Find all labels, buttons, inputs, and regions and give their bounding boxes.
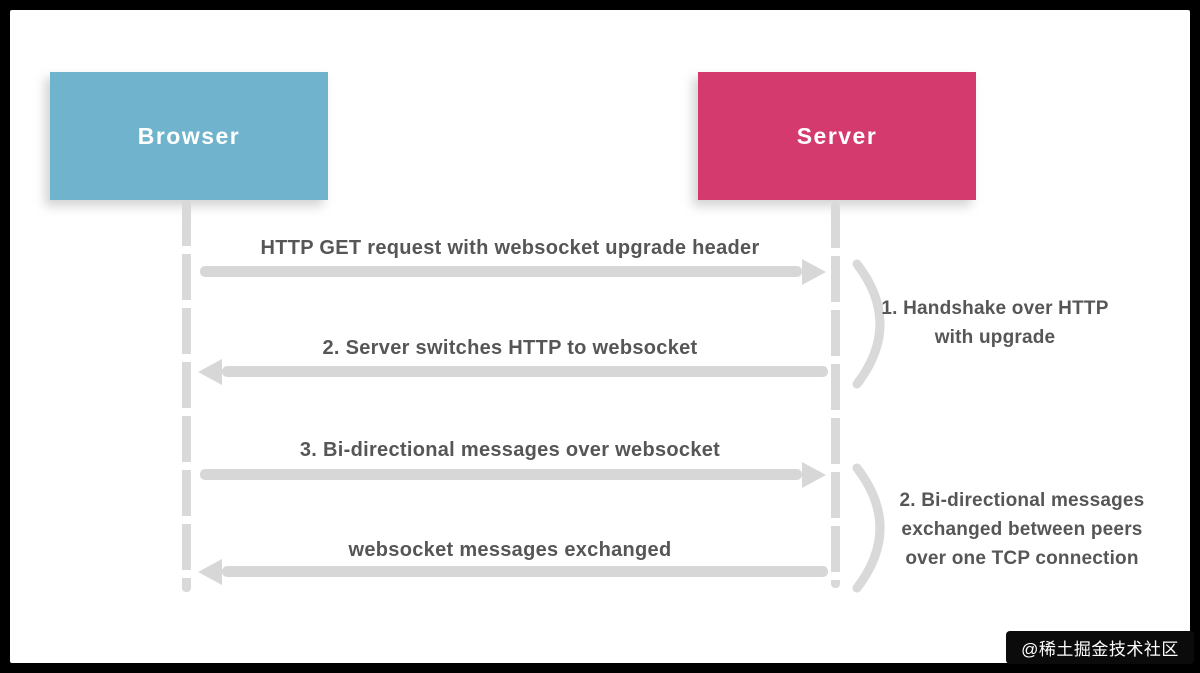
message-3-label: 3. Bi-directional messages over websocke… <box>299 439 721 461</box>
server-actor-label: Server <box>796 122 878 149</box>
annotation-1-line-2: with upgrade <box>934 327 1056 348</box>
diagram-canvas: Browser Server HTTP GET request with web… <box>10 10 1194 664</box>
annotation-2-line-2: exchanged between peers <box>901 519 1143 540</box>
message-1-arrowhead-icon <box>802 259 826 285</box>
browser-actor-label: Browser <box>137 122 241 149</box>
watermark-text: @稀土掘金技术社区 <box>1021 640 1179 659</box>
group-bracket-2-icon <box>852 463 885 593</box>
message-4-arrowhead-icon <box>198 559 222 585</box>
annotation-1: 1. Handshake over HTTP with upgrade <box>880 294 1110 352</box>
browser-lifeline <box>182 200 191 592</box>
annotation-1-line-1: 1. Handshake over HTTP <box>881 298 1109 319</box>
group-bracket-1-icon <box>852 259 885 389</box>
server-actor-box: Server <box>698 72 976 200</box>
annotation-2-line-1: 2. Bi-directional messages <box>899 490 1145 511</box>
annotation-2: 2. Bi-directional messages exchanged bet… <box>882 486 1162 573</box>
message-4-arrow <box>222 566 828 577</box>
juejin-watermark: @稀土掘金技术社区 <box>1006 631 1194 664</box>
message-2-arrowhead-icon <box>198 359 222 385</box>
message-2-arrow <box>222 366 828 377</box>
server-lifeline <box>831 202 840 588</box>
message-2-label: 2. Server switches HTTP to websocket <box>322 337 698 359</box>
browser-actor-box: Browser <box>50 72 328 200</box>
message-1-arrow <box>200 266 802 277</box>
message-3-arrow <box>200 469 802 480</box>
annotation-2-line-3: over one TCP connection <box>905 548 1139 569</box>
message-3-arrowhead-icon <box>802 462 826 488</box>
message-1-label: HTTP GET request with websocket upgrade … <box>260 237 760 259</box>
message-4-label: websocket messages exchanged <box>348 539 672 561</box>
